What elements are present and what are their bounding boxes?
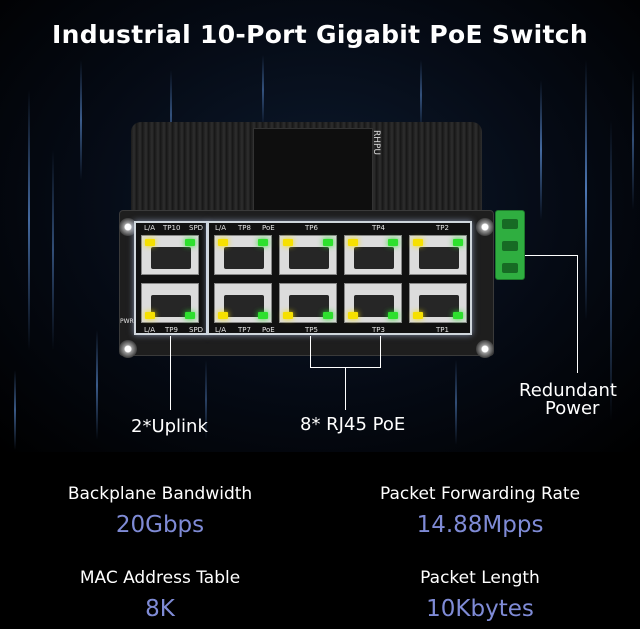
power-callout-text-line2: Power: [545, 398, 600, 419]
light-streak: [585, 60, 587, 320]
light-streak: [28, 90, 30, 350]
rj45-port: [214, 283, 272, 323]
light-streak: [262, 55, 264, 125]
port-label: TP9: [165, 326, 178, 334]
callout-line-rj45-right: [380, 336, 381, 368]
light-streak: [170, 70, 172, 160]
port-label: TP5: [305, 326, 318, 334]
spec-label: Packet Forwarding Rate: [379, 484, 581, 504]
callout-line-power-h: [525, 255, 577, 256]
callout-line-uplink: [170, 336, 171, 410]
port-label: TP6: [305, 224, 318, 232]
port-label: L/A: [215, 326, 227, 334]
spec-label: MAC Address Table: [79, 568, 241, 588]
spec-mac-table: MAC Address Table 8K: [0, 568, 320, 622]
light-streak: [420, 60, 422, 130]
port-label: TP4: [372, 224, 385, 232]
rj45-port: [344, 235, 402, 275]
uplink-callout-text: 2*Uplink: [131, 416, 208, 437]
port-label: PoE: [262, 224, 275, 232]
spec-value: 20Gbps: [115, 512, 205, 538]
spec-label: Backplane Bandwidth: [67, 484, 253, 504]
screw-top-left: [119, 218, 137, 236]
light-streak: [14, 370, 16, 450]
screw-bottom-left: [119, 340, 137, 358]
light-streak: [610, 120, 612, 420]
port-label: SPD: [189, 224, 204, 232]
spec-forwarding-rate: Packet Forwarding Rate 14.88Mpps: [320, 484, 640, 538]
light-streak: [455, 360, 457, 445]
spec-value: 14.88Mpps: [416, 512, 544, 538]
port-label: TP2: [436, 224, 449, 232]
port-label: L/A: [215, 224, 227, 232]
port-label: TP1: [436, 326, 449, 334]
spec-label: Packet Length: [420, 568, 540, 588]
spec-value: 10Kbytes: [426, 596, 534, 622]
rj45-callout-text: 8* RJ45 PoE: [300, 414, 406, 435]
port-label: SPD: [189, 326, 204, 334]
device-label-strip: [253, 128, 373, 214]
rj45-port: [344, 283, 402, 323]
screw-top-right: [476, 218, 494, 236]
port-label: TP3: [372, 326, 385, 334]
port-label: L/A: [144, 224, 156, 232]
rj45-port: [279, 283, 337, 323]
callout-line-power-v: [577, 255, 578, 373]
brand-logo: RHPU: [371, 130, 381, 156]
spec-packet-length: Packet Length 10Kbytes: [320, 568, 640, 622]
rj45-port: [409, 235, 467, 275]
power-callout-text-line1: Redundant: [519, 380, 617, 401]
port-label: TP7: [238, 326, 251, 334]
callout-line-rj45-left: [310, 336, 311, 368]
rj45-port: [141, 235, 199, 275]
light-streak: [632, 70, 634, 210]
spec-section: Backplane Bandwidth 20Gbps Packet Forwar…: [0, 452, 640, 629]
spec-backplane: Backplane Bandwidth 20Gbps: [0, 484, 320, 538]
rj45-port: [141, 283, 199, 323]
port-label: TP8: [238, 224, 251, 232]
rj45-port: [409, 283, 467, 323]
light-streak: [540, 80, 542, 220]
heatsink-housing: RHPU: [131, 122, 482, 218]
light-streak: [205, 360, 207, 440]
light-streak: [52, 150, 54, 350]
light-streak: [96, 330, 98, 440]
port-label: TP10: [163, 224, 181, 232]
pwr-label: PWR: [120, 318, 134, 325]
light-streak: [80, 60, 82, 180]
port-label: L/A: [144, 326, 156, 334]
rj45-port: [214, 235, 272, 275]
callout-line-rj45-v: [345, 367, 346, 410]
port-label: PoE: [262, 326, 275, 334]
rj45-port: [279, 235, 337, 275]
screw-bottom-right: [476, 340, 494, 358]
spec-value: 8K: [145, 596, 175, 622]
product-hero: Industrial 10-Port Gigabit PoE Switch RH…: [0, 0, 640, 452]
power-terminal-block: [495, 210, 525, 280]
page-title: Industrial 10-Port Gigabit PoE Switch: [52, 20, 588, 49]
